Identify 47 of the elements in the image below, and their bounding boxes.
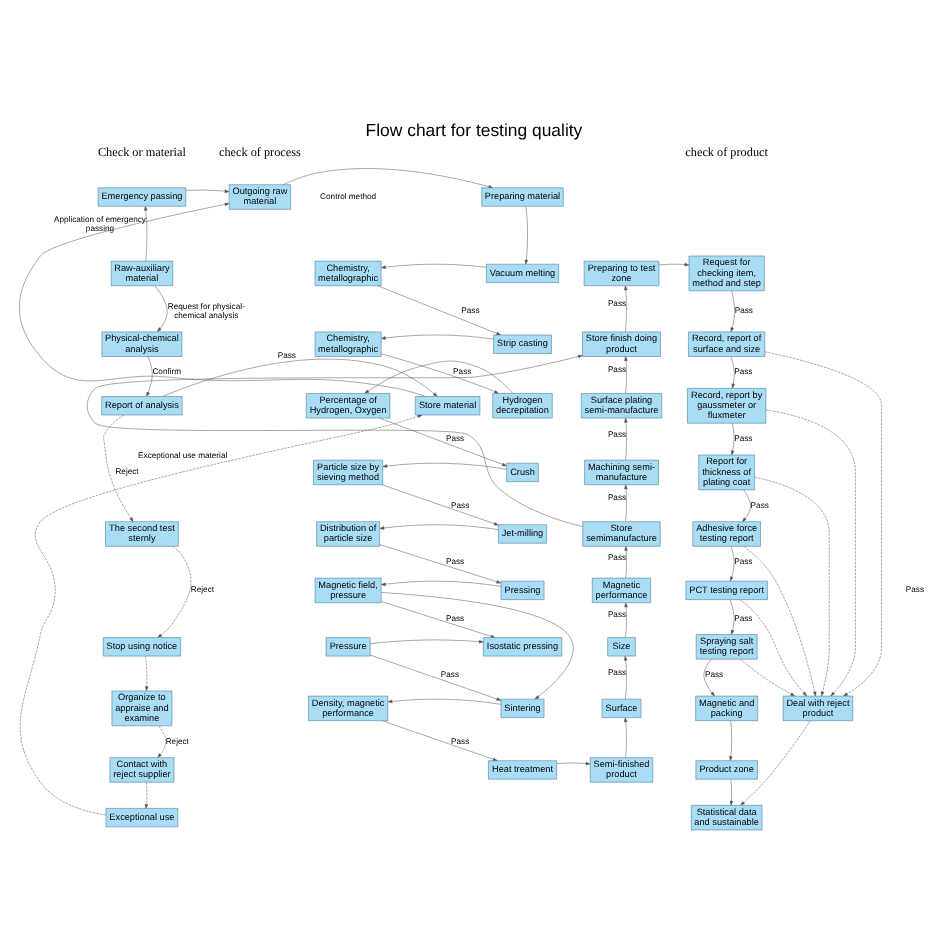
arrow bbox=[364, 359, 513, 393]
arrow bbox=[382, 461, 507, 469]
arrow bbox=[381, 352, 499, 393]
arrow bbox=[624, 284, 628, 332]
arrow bbox=[730, 355, 735, 388]
arrow bbox=[103, 413, 134, 521]
arrow bbox=[624, 654, 628, 699]
diagram-title: Flow chart for testing quality bbox=[365, 119, 583, 140]
arrow bbox=[370, 638, 484, 643]
arrow bbox=[624, 545, 628, 578]
arrow bbox=[387, 697, 502, 704]
arrow bbox=[369, 653, 502, 700]
arrow bbox=[157, 545, 192, 637]
arrow bbox=[556, 760, 591, 765]
arrow bbox=[624, 601, 628, 637]
arrow bbox=[624, 716, 628, 757]
arrow bbox=[703, 657, 715, 696]
arrow bbox=[157, 724, 167, 757]
arrow bbox=[729, 777, 734, 805]
arrow bbox=[381, 591, 574, 699]
arrow bbox=[154, 284, 168, 331]
arrow bbox=[624, 483, 628, 521]
arrow bbox=[624, 355, 628, 393]
arrow bbox=[379, 523, 499, 529]
arrow bbox=[86, 353, 583, 526]
arrow bbox=[381, 333, 494, 339]
arrow bbox=[381, 483, 499, 525]
arrow bbox=[381, 579, 502, 586]
arrow bbox=[729, 598, 735, 634]
arrow bbox=[624, 416, 628, 460]
arrow bbox=[185, 188, 230, 192]
arrow bbox=[740, 719, 811, 805]
arrow bbox=[379, 416, 507, 466]
arrow bbox=[381, 262, 487, 268]
arrow bbox=[144, 205, 148, 261]
arrow bbox=[658, 261, 690, 266]
arrow bbox=[730, 289, 735, 332]
arrow bbox=[730, 422, 735, 455]
arrow bbox=[145, 654, 149, 691]
arrow bbox=[162, 357, 438, 396]
arrow bbox=[730, 545, 735, 581]
arrow bbox=[379, 543, 502, 583]
arrow bbox=[729, 719, 733, 760]
arrow bbox=[144, 781, 149, 808]
arrow bbox=[742, 488, 751, 521]
arrow bbox=[524, 205, 529, 264]
arrow bbox=[146, 355, 153, 396]
